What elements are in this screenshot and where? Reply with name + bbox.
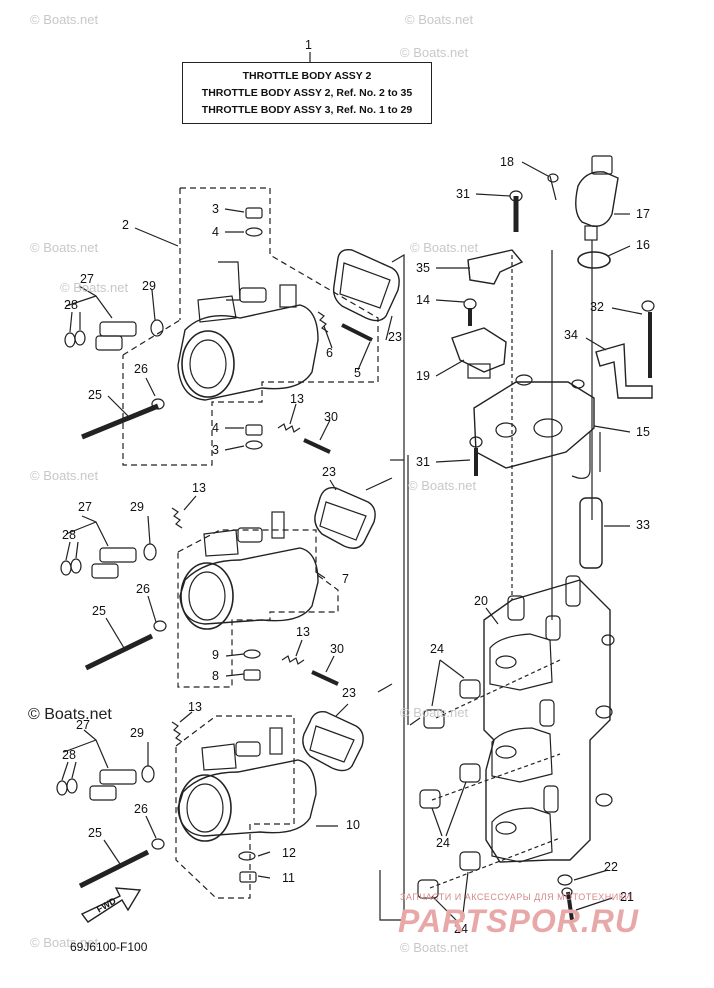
callout-26: 26 [136,582,150,596]
throttle-body-middle [60,479,376,688]
watermark: © Boats.net [410,240,479,255]
callout-24: 24 [436,836,450,850]
watermark: © Boats.net [60,280,129,295]
watermark: © Boats.net [30,12,99,27]
callout-9: 9 [212,648,219,662]
callout-17: 17 [636,207,650,221]
callout-5: 5 [354,366,361,380]
callout-22: 22 [604,860,618,874]
callout-4: 4 [212,421,219,435]
callout-13: 13 [290,392,304,406]
title-line-3: THROTTLE BODY ASSY 3, Ref. No. 1 to 29 [201,104,413,116]
callout-31: 31 [456,187,470,201]
callout-13: 13 [192,481,206,495]
callout-33: 33 [636,518,650,532]
callout-25: 25 [88,826,102,840]
watermark: © Boats.net [400,940,469,955]
callout-4: 4 [212,225,219,239]
callout-14: 14 [416,293,430,307]
callout-3: 3 [212,202,219,216]
callout-28: 28 [62,528,76,542]
callout-24: 24 [454,922,468,936]
callout-28: 28 [62,748,76,762]
callout-29: 29 [142,279,156,293]
callout-2: 2 [122,218,129,232]
watermark: © Boats.net [30,935,99,950]
watermark: © Boats.net [408,478,477,493]
callout-23: 23 [388,330,402,344]
watermark: © Boats.net [30,240,99,255]
callout-21: 21 [620,890,634,904]
watermark: © Boats.net [400,45,469,60]
callout-23: 23 [322,465,336,479]
title-line-2: THROTTLE BODY ASSY 2, Ref. No. 2 to 35 [201,87,413,99]
callout-29: 29 [130,726,144,740]
callout-24: 24 [430,642,444,656]
callout-13: 13 [188,700,202,714]
callout-34: 34 [564,328,578,342]
watermark: © Boats.net [30,468,99,483]
callout-7: 7 [342,572,349,586]
callout-32: 32 [590,300,604,314]
callout-6: 6 [326,346,333,360]
callout-8: 8 [212,669,219,683]
callout-25: 25 [88,388,102,402]
callout-30: 30 [324,410,338,424]
throttle-body-top [64,187,400,466]
callout-29: 29 [130,500,144,514]
callout-13: 13 [296,625,310,639]
brand-tagline: ЗАПЧАСТИ И АКСЕССУАРЫ ДЛЯ МОТОТЕХНИКИ [400,892,632,902]
title-box: THROTTLE BODY ASSY 2 THROTTLE BODY ASSY … [182,62,432,124]
callout-10: 10 [346,818,360,832]
callout-35: 35 [416,261,430,275]
diagram-code: 69J6100-F100 [70,940,148,954]
callout-26: 26 [134,802,148,816]
callout-12: 12 [282,846,296,860]
callout-31: 31 [416,455,430,469]
callout-11: 11 [282,871,295,885]
title-line-1: THROTTLE BODY ASSY 2 [242,70,372,82]
callout-26: 26 [134,362,148,376]
callout-25: 25 [92,604,106,618]
watermark: © Boats.net [405,12,474,27]
callout-3: 3 [212,443,219,457]
right-assembly [365,155,655,923]
callout-23: 23 [342,686,356,700]
watermark-main: © Boats.net [28,706,112,723]
callout-27: 27 [76,718,90,732]
callout-27: 27 [80,272,94,286]
callout-27: 27 [78,500,92,514]
callout-18: 18 [500,155,514,169]
callout-15: 15 [636,425,650,439]
callout-30: 30 [330,642,344,656]
callout-16: 16 [636,238,650,252]
throttle-body-bottom [56,703,364,923]
brand-logo: PARTSPOR.RU [398,903,639,939]
callout-1: 1 [305,38,312,52]
callout-28: 28 [64,298,78,312]
watermark: © Boats.net [400,705,469,720]
callout-19: 19 [416,369,430,383]
callout-20: 20 [474,594,488,608]
